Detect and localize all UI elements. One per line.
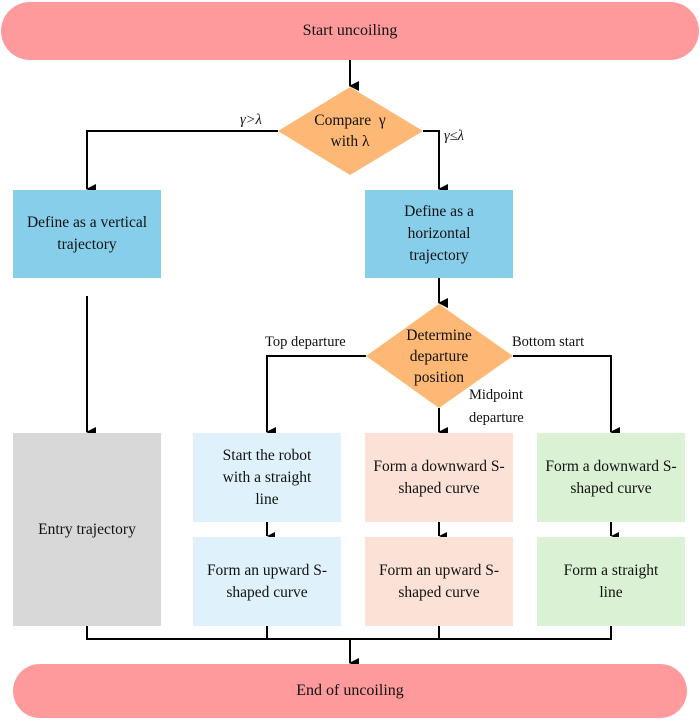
- bottom-step1-box: Form a downward S-shaped curve: [537, 433, 685, 522]
- mid-step1-label: Form a downward S-shaped curve: [373, 457, 505, 497]
- edge-determine-top: [266, 355, 366, 437]
- edge-compare-vertical: [86, 130, 278, 194]
- gamma-gt-lambda-label: γ>λ: [240, 112, 262, 128]
- edge-determine-bottom: [513, 355, 620, 437]
- compare-line1: Compare γ: [314, 112, 386, 129]
- top-step2-label: Form an upward S-shaped curve: [206, 561, 328, 601]
- bottom-step2-label: Form a straight line: [563, 561, 659, 601]
- determine-text: Determine departure position: [380, 322, 498, 390]
- compare-text: Compare γ with λ: [290, 108, 410, 154]
- top-step1-label: Start the robot with a straight line: [222, 446, 312, 508]
- top-step1-box: Start the robot with a straight line: [193, 433, 341, 522]
- entry-trajectory-label: Entry trajectory: [38, 520, 136, 538]
- determine-line2: departure: [409, 347, 469, 365]
- midpoint-departure-label-2: departure: [469, 410, 524, 426]
- bottom-step1-label: Form a downward S-shaped curve: [545, 457, 677, 497]
- end-node: End of uncoiling: [13, 664, 687, 718]
- determine-line1: Determine: [406, 326, 472, 344]
- end-label: End of uncoiling: [296, 682, 404, 699]
- vertical-trajectory-label: Define as a vertical trajectory: [26, 214, 148, 253]
- top-step2-box: Form an upward S-shaped curve: [193, 537, 341, 626]
- top-departure-label: Top departure: [265, 334, 346, 350]
- determine-diamond: [366, 304, 513, 408]
- mid-step2-box: Form an upward S-shaped curve: [365, 537, 513, 626]
- entry-trajectory-box: Entry trajectory: [13, 433, 161, 626]
- horizontal-trajectory-label: Define as a horizontal trajectory: [404, 203, 474, 264]
- midpoint-departure-label-1: Midpoint: [469, 387, 523, 403]
- gamma-le-lambda-label: γ≤λ: [444, 128, 464, 144]
- mid-step1-box: Form a downward S-shaped curve: [365, 433, 513, 522]
- edge-compare-horizontal: [423, 130, 448, 194]
- mid-step2-label: Form an upward S-shaped curve: [378, 561, 500, 601]
- determine-line3: position: [414, 368, 464, 386]
- compare-line2: with λ: [330, 133, 370, 150]
- bottom-start-label: Bottom start: [512, 334, 585, 350]
- start-node: Start uncoiling: [1, 2, 699, 60]
- bottom-step2-box: Form a straight line: [537, 537, 685, 626]
- start-label: Start uncoiling: [302, 22, 398, 39]
- horizontal-trajectory-box: Define as a horizontal trajectory: [365, 190, 513, 278]
- compare-diamond: [278, 87, 423, 175]
- vertical-trajectory-box: Define as a vertical trajectory: [13, 190, 161, 278]
